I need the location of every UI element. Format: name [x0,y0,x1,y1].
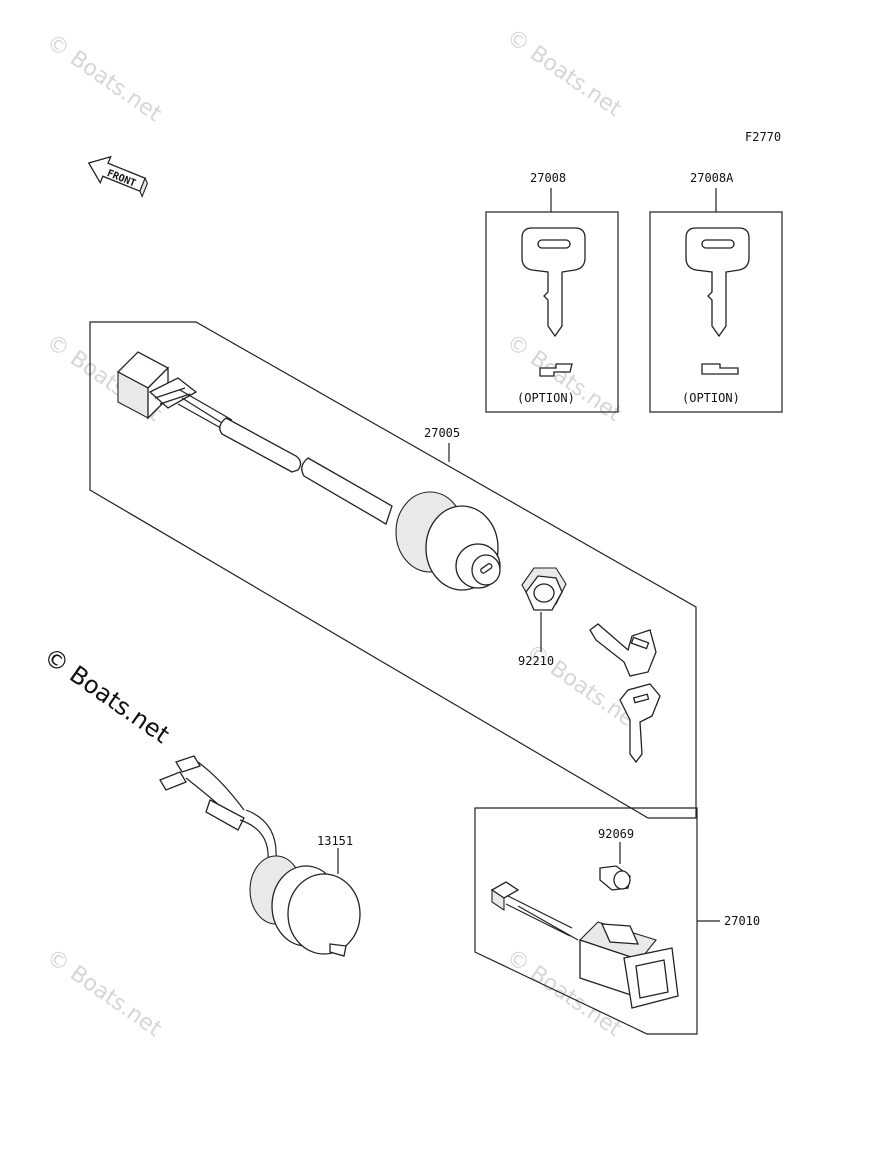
watermark-prominent: © Boats.net [39,642,175,749]
part-number-92069[interactable]: 92069 [598,827,634,841]
option-label-27008: (OPTION) [517,391,575,405]
rocker-switch-icon [490,881,679,1009]
part-13151-group[interactable]: 13151 [159,755,361,957]
part-92210-group[interactable]: 92210 [518,567,567,668]
part-number-27008[interactable]: 27008 [530,171,566,185]
part-27008A-group[interactable]: 27008A (OPTION) [649,171,783,413]
part-number-13151[interactable]: 13151 [317,834,353,848]
watermark-bottom-left: © Boats.net [42,944,167,1042]
key-blank-icon [685,227,750,375]
watermark-top-right: © Boats.net [502,24,627,122]
nut-icon [521,567,567,611]
part-number-27008A[interactable]: 27008A [690,171,734,185]
bulb-icon [599,865,631,891]
part-number-92210[interactable]: 92210 [518,654,554,668]
option-label-27008A: (OPTION) [682,391,740,405]
front-arrow-icon: FRONT [87,155,148,198]
connector-icon [116,351,198,420]
part-number-27010[interactable]: 27010 [724,914,760,928]
part-27008-group[interactable]: 27008 (OPTION) [485,171,619,413]
part-27005-group[interactable]: 27005 [89,321,697,819]
key-blank-icon [521,227,586,377]
part-number-27005[interactable]: 27005 [424,426,460,440]
ignition-switch-icon [395,491,501,591]
part-27010-group[interactable]: 27010 92069 [474,807,760,1035]
watermark-top-left: © Boats.net [42,29,167,127]
key-pair-icon [589,623,661,764]
figure-code: F2770 [745,130,781,144]
lamp-socket-icon [159,755,361,957]
part-92069-group[interactable]: 92069 [598,827,634,891]
